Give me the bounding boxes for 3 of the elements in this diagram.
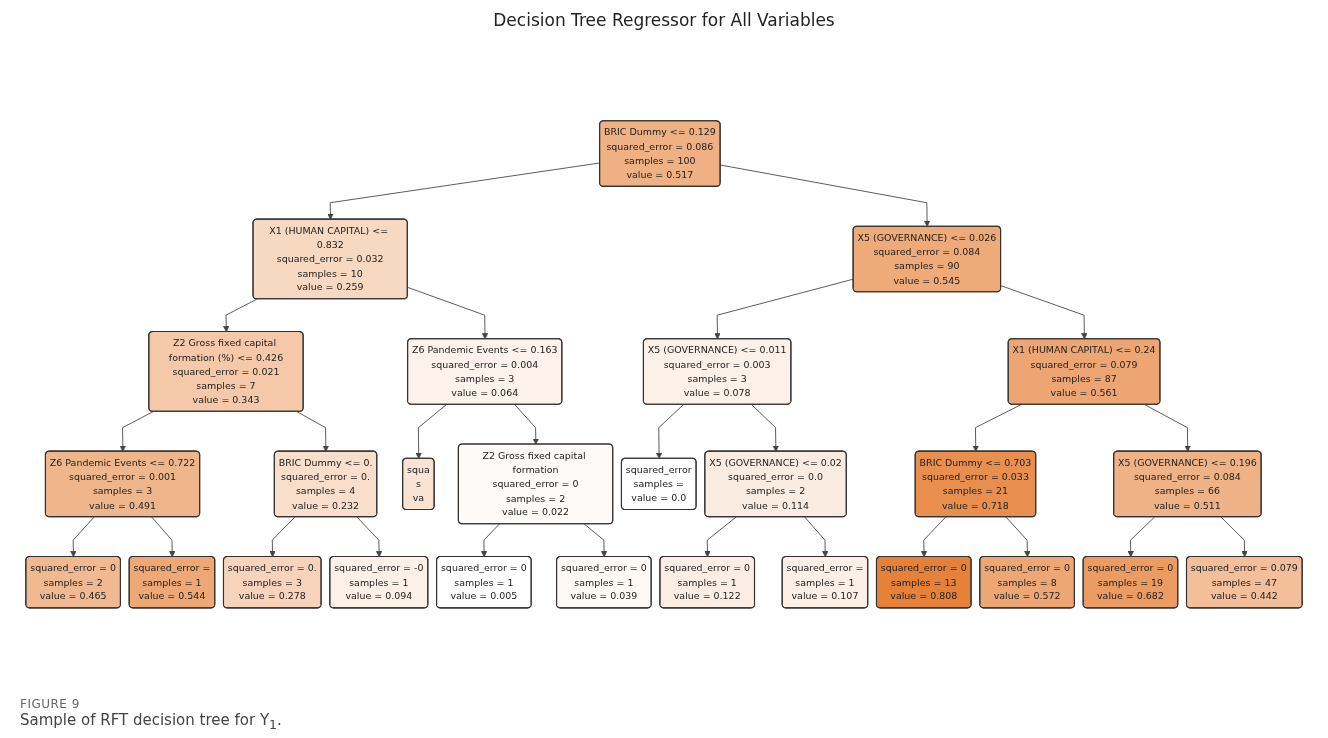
figure-number: FIGURE 9 <box>20 697 81 711</box>
figure-caption: Sample of RFT decision tree for Y$_{1}$. <box>20 711 283 732</box>
diagram-title: Decision Tree Regressor for All Variables <box>492 10 836 30</box>
